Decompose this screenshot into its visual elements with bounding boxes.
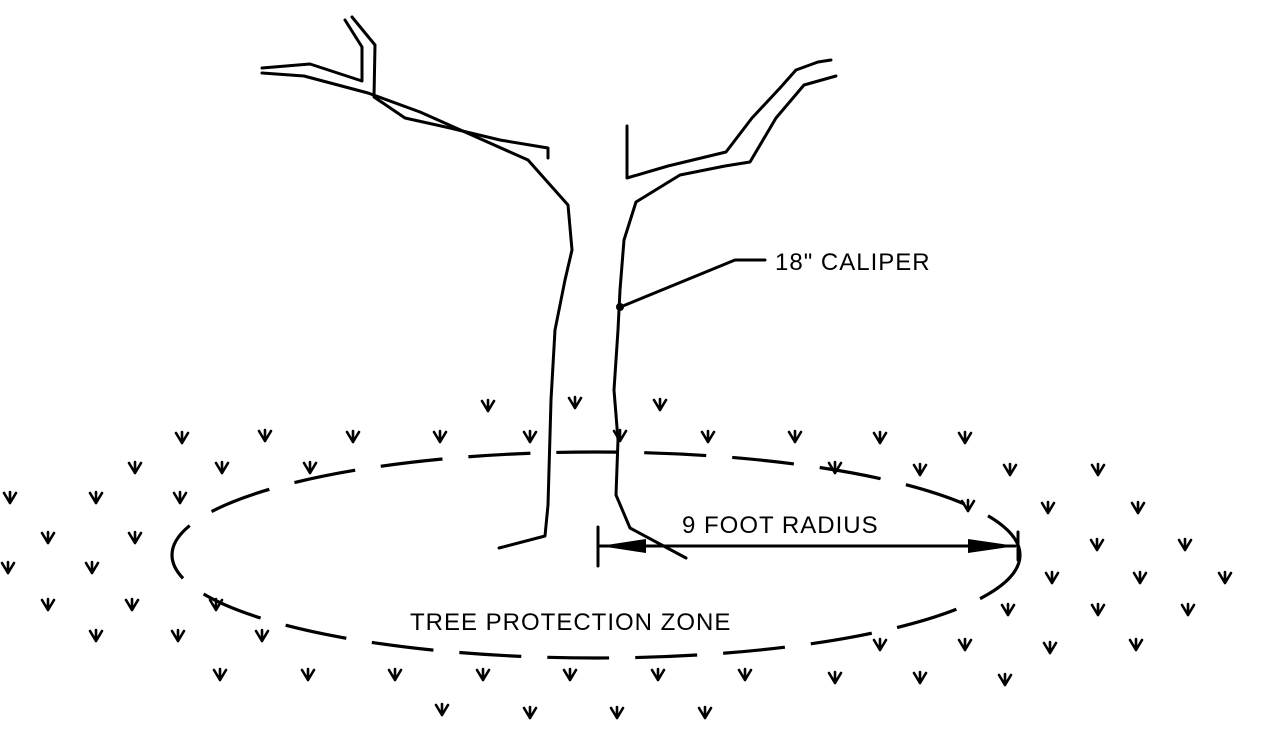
grass-tuft-icon xyxy=(1089,537,1105,552)
caliper-callout: 18" CALIPER xyxy=(616,249,931,311)
grass-tuft-icon xyxy=(1177,537,1193,552)
grass-tuft-icon xyxy=(1217,570,1233,585)
grass-tuft-icon xyxy=(40,597,56,612)
grass-tuft-icon xyxy=(2,490,18,505)
grass-tuft-icon xyxy=(562,667,578,682)
grass-tuft-icon xyxy=(522,429,538,444)
grass-tuft-icon xyxy=(1090,602,1106,617)
grass-tuft-icon xyxy=(434,702,450,717)
vegetation-symbols xyxy=(0,395,1233,720)
caliper-leader-dot xyxy=(616,303,624,311)
grass-tuft-icon xyxy=(827,670,843,685)
grass-tuft-icon xyxy=(1090,462,1106,477)
grass-tuft-icon xyxy=(652,397,668,412)
trunk-right-outline xyxy=(612,74,838,560)
grass-tuft-icon xyxy=(475,667,491,682)
grass-tuft-icon xyxy=(127,530,143,545)
grass-tuft-icon xyxy=(254,628,270,643)
left-branch-twig-outline xyxy=(350,15,550,160)
grass-tuft-icon xyxy=(1180,602,1196,617)
caliper-leader-line xyxy=(616,258,767,310)
grass-tuft-icon xyxy=(737,667,753,682)
grass-tuft-icon xyxy=(650,667,666,682)
grass-tuft-icon xyxy=(997,672,1013,687)
arrow-head-icon xyxy=(600,539,646,553)
grass-tuft-icon xyxy=(567,395,583,410)
grass-tuft-icon xyxy=(957,430,973,445)
grass-tuft-icon xyxy=(1044,570,1060,585)
arrow-head-icon xyxy=(968,539,1016,553)
grass-tuft-icon xyxy=(170,628,186,643)
grass-tuft-icon xyxy=(208,597,224,612)
grass-tuft-icon xyxy=(1042,640,1058,655)
tree xyxy=(260,15,838,560)
grass-tuft-icon xyxy=(1000,602,1016,617)
grass-tuft-icon xyxy=(387,667,403,682)
protection-zone-boundary xyxy=(170,450,1022,660)
grass-tuft-icon xyxy=(1128,637,1144,652)
grass-tuft-icon xyxy=(609,705,625,720)
grass-tuft-icon xyxy=(0,560,16,575)
grass-tuft-icon xyxy=(214,460,230,475)
grass-tuft-icon xyxy=(1130,500,1146,515)
grass-tuft-icon xyxy=(612,428,628,443)
grass-tuft-icon xyxy=(212,667,228,682)
right-branch-upper-outline xyxy=(625,58,833,180)
grass-tuft-icon xyxy=(787,429,803,444)
zone-label: TREE PROTECTION ZONE xyxy=(410,609,731,636)
grass-tuft-icon xyxy=(480,398,496,413)
trunk-left-outline xyxy=(260,71,574,550)
grass-tuft-icon xyxy=(872,430,888,445)
grass-tuft-icon xyxy=(1040,500,1056,515)
grass-tuft-icon xyxy=(912,670,928,685)
grass-tuft-icon xyxy=(957,637,973,652)
grass-tuft-icon xyxy=(912,462,928,477)
grass-tuft-icon xyxy=(697,705,713,720)
grass-tuft-icon xyxy=(257,428,273,443)
grass-tuft-icon xyxy=(302,460,318,475)
grass-tuft-icon xyxy=(300,667,316,682)
grass-tuft-icon xyxy=(40,530,56,545)
caliper-label: 18" CALIPER xyxy=(775,249,931,276)
grass-tuft-icon xyxy=(432,429,448,444)
grass-tuft-icon xyxy=(872,637,888,652)
grass-tuft-icon xyxy=(174,430,190,445)
grass-tuft-icon xyxy=(1002,462,1018,477)
grass-tuft-icon xyxy=(960,498,976,513)
grass-tuft-icon xyxy=(522,705,538,720)
grass-tuft-icon xyxy=(345,429,361,444)
grass-tuft-icon xyxy=(827,460,843,475)
grass-tuft-icon xyxy=(1132,570,1148,585)
grass-tuft-icon xyxy=(88,628,104,643)
left-branch-upper-outline xyxy=(260,18,364,83)
grass-tuft-icon xyxy=(124,597,140,612)
grass-tuft-icon xyxy=(84,560,100,575)
grass-tuft-icon xyxy=(172,490,188,505)
grass-tuft-icon xyxy=(88,490,104,505)
radius-label: 9 FOOT RADIUS xyxy=(682,512,879,539)
grass-tuft-icon xyxy=(127,460,143,475)
grass-tuft-icon xyxy=(700,429,716,444)
radius-dimension: 9 FOOT RADIUS xyxy=(596,512,1020,568)
